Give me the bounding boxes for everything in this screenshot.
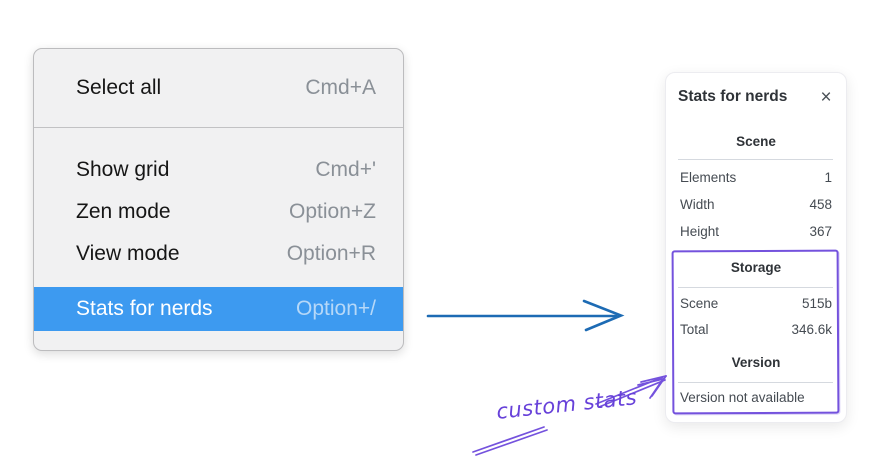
menu-item-zen-mode[interactable]: Zen mode Option+Z: [34, 191, 403, 233]
section-divider: [678, 287, 833, 288]
stat-value: 515b: [801, 296, 832, 311]
stat-row-storage-total: Total 346.6k: [680, 316, 832, 343]
menu-item-label: Stats for nerds: [76, 297, 213, 320]
stat-value: 346.6k: [791, 322, 832, 337]
stat-value: 458: [809, 197, 832, 212]
menu-item-label: Select all: [76, 76, 162, 99]
stats-panel-header: Stats for nerds ×: [678, 85, 836, 109]
blue-arrow: [426, 299, 625, 332]
version-note: Version not available: [680, 390, 805, 405]
stat-label: Height: [680, 224, 720, 239]
menu-item-shortcut: Option+Z: [289, 200, 376, 223]
stat-row-width: Width 458: [680, 191, 832, 218]
section-title-version: Version: [731, 355, 781, 370]
menu-item-show-grid[interactable]: Show grid Cmd+': [34, 149, 403, 191]
stat-label: Total: [680, 322, 709, 337]
menu-separator: [34, 127, 403, 128]
section-divider: [678, 382, 833, 383]
section-divider: [678, 159, 833, 160]
menu-item-label: View mode: [76, 242, 180, 265]
stats-panel: Stats for nerds × Scene Elements 1 Width…: [665, 72, 847, 423]
close-icon: ×: [820, 86, 832, 108]
menu-item-stats-for-nerds[interactable]: Stats for nerds Option+/: [34, 287, 403, 331]
section-title-storage: Storage: [730, 260, 782, 275]
menu-item-label: Show grid: [76, 158, 170, 181]
stat-value: 367: [809, 224, 832, 239]
stats-panel-title: Stats for nerds: [678, 88, 788, 105]
stat-label: Elements: [680, 170, 737, 185]
stat-row-storage-scene: Scene 515b: [680, 290, 832, 317]
stat-row-height: Height 367: [680, 218, 832, 245]
close-button[interactable]: ×: [816, 87, 836, 107]
menu-item-shortcut: Option+R: [286, 242, 376, 265]
menu-item-view-mode[interactable]: View mode Option+R: [34, 233, 403, 275]
annotation-label: custom stats: [495, 385, 639, 424]
context-menu: Select all Cmd+A Show grid Cmd+' Zen mod…: [33, 48, 404, 351]
menu-spacer: [34, 275, 403, 287]
menu-item-shortcut: Cmd+': [315, 158, 376, 181]
menu-item-shortcut: Option+/: [296, 297, 376, 320]
menu-item-label: Zen mode: [76, 200, 171, 223]
stat-label: Width: [680, 197, 715, 212]
menu-item-shortcut: Cmd+A: [305, 76, 376, 99]
section-title-scene: Scene: [736, 134, 776, 149]
stat-value: 1: [824, 170, 832, 185]
stat-label: Scene: [680, 296, 719, 311]
stat-row-elements: Elements 1: [680, 164, 832, 191]
menu-item-select-all[interactable]: Select all Cmd+A: [34, 49, 403, 127]
menu-group: Show grid Cmd+' Zen mode Option+Z View m…: [34, 128, 403, 331]
